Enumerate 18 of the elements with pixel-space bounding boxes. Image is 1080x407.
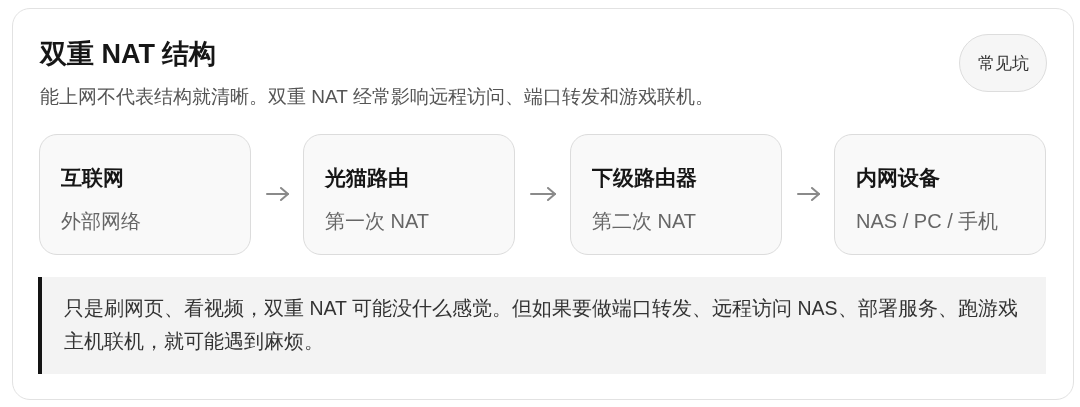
box-text: 外部网络 — [61, 209, 142, 234]
box-heading: 内网设备 — [856, 165, 941, 191]
box-heading: 光猫路由 — [325, 165, 410, 191]
title: 双重 NAT 结构 — [40, 38, 217, 71]
arrow — [530, 187, 556, 201]
process-box — [39, 134, 251, 255]
arrow — [797, 187, 820, 201]
box-heading: 互联网 — [61, 165, 125, 191]
subtitle: 能上网不代表结构就清晰。双重 NAT 经常影响远程访问、端口转发和游戏联机。 — [40, 85, 714, 109]
box-text: 第一次 NAT — [325, 209, 431, 234]
box-text: 第二次 NAT — [592, 209, 698, 234]
arrow — [266, 187, 289, 201]
box-text: NAS / PC / 手机 — [856, 209, 1000, 234]
box-heading: 下级路由器 — [592, 165, 698, 191]
note-box: 只是刷网页、看视频，双重 NAT 可能没什么感觉。但如果要做端口转发、远程访问 NAS、部署服务、跑游戏主机联机，就可能遇到麻烦。 — [38, 277, 1046, 374]
process-box — [834, 134, 1046, 255]
process-box — [303, 134, 515, 255]
process-box — [570, 134, 782, 255]
